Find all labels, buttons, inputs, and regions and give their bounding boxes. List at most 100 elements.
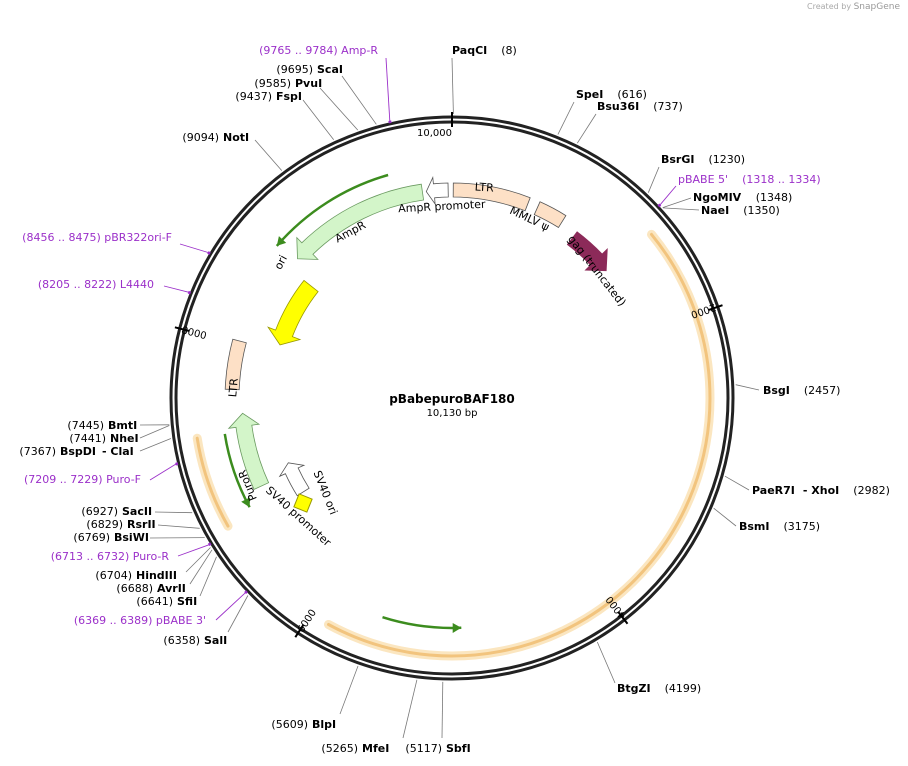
- primer-l4440[interactable]: (8205 .. 8222) L4440: [38, 278, 154, 291]
- enzyme-blpi[interactable]: (5609)BlpI: [271, 718, 336, 731]
- leader-btgzi: [596, 641, 616, 684]
- orf-inner-arrow[interactable]: [382, 616, 462, 630]
- feature-ampr-promoter-arrow[interactable]: [425, 175, 449, 206]
- feature-ltr-left[interactable]: [224, 338, 247, 391]
- enzyme-position: (8): [501, 44, 517, 57]
- enzyme-sbfi[interactable]: (5117) SbfI: [405, 742, 470, 755]
- primer-pbabe5[interactable]: pBABE 5'(1318 .. 1334): [678, 173, 821, 186]
- feature-ltr-top[interactable]: [452, 182, 531, 212]
- primer-mark-pbabe3[interactable]: [244, 590, 248, 594]
- orf-large[interactable]: [327, 232, 712, 658]
- enzyme-bsrgi[interactable]: BsrGI(1230): [661, 153, 745, 166]
- feature-ori-arrow[interactable]: [267, 279, 319, 346]
- enzyme-bsu36i[interactable]: Bsu36I(737): [597, 100, 683, 113]
- enzyme-extra: - ClaI: [102, 445, 134, 458]
- leader-naei: [662, 207, 700, 211]
- enzyme-name: SbfI: [446, 742, 471, 755]
- tick-label: 6000: [296, 608, 319, 635]
- enzyme-name: BsiWI: [114, 531, 149, 544]
- enzyme-position: (9695): [276, 63, 313, 76]
- primer-leader-purof: [149, 463, 177, 481]
- leader-bsgi: [735, 384, 760, 391]
- enzyme-sacii[interactable]: (6927)SacII: [81, 505, 152, 518]
- leader-sbfi: [441, 681, 444, 739]
- primer-mark-ampr[interactable]: [388, 120, 392, 124]
- enzyme-position: (6769): [73, 531, 110, 544]
- orf-ampr-inner-arrow[interactable]: [275, 173, 389, 247]
- enzyme-bsgi[interactable]: BsgI(2457): [763, 384, 840, 397]
- tick-mark: [617, 611, 629, 625]
- enzyme-position: (616): [617, 88, 647, 101]
- enzyme-rsrii[interactable]: (6829)RsrII: [86, 518, 155, 531]
- enzyme-sfii[interactable]: (6641)SfiI: [136, 595, 197, 608]
- feature-puror-arrow[interactable]: [227, 412, 270, 490]
- enzyme-btgzi[interactable]: BtgZI(4199): [617, 682, 701, 695]
- enzyme-hindiii[interactable]: (6704) HindIII: [95, 569, 177, 582]
- enzyme-name: SalI: [204, 634, 227, 647]
- enzyme-name: PaqCI: [452, 44, 487, 57]
- enzyme-name: NaeI: [701, 204, 729, 217]
- enzyme-bspdi[interactable]: (7367)BspDI- ClaI: [19, 445, 133, 458]
- primer-mark-pbr322ori[interactable]: [207, 251, 211, 255]
- enzyme-position: (2457): [804, 384, 841, 397]
- primer-mark-purof[interactable]: [175, 462, 179, 466]
- plasmid-name: pBabepuroBAF180: [389, 392, 515, 406]
- leader-paqci: [451, 57, 454, 115]
- enzyme-name: NheI: [110, 432, 139, 445]
- primer-mark-puror[interactable]: [207, 542, 212, 547]
- tick-mark: [708, 304, 723, 312]
- enzyme-nhei[interactable]: (7441) NheI: [69, 432, 138, 445]
- label-sv40-ori: SV40 ori: [311, 469, 340, 517]
- label-gag: gag (truncated): [565, 233, 628, 309]
- enzyme-position: (7367): [19, 445, 56, 458]
- enzyme-fspi[interactable]: (9437)FspI: [235, 90, 302, 103]
- enzyme-paer7i[interactable]: PaeR7I- XhoI(2982): [752, 484, 890, 497]
- primer-leader-pbabe5: [659, 185, 677, 206]
- feature-sv40-promoter-arrow[interactable]: [278, 462, 310, 497]
- enzyme-mfei[interactable]: (5265)MfeI: [321, 742, 389, 755]
- enzyme-position: (5117): [405, 742, 442, 755]
- primer-pbr322ori[interactable]: (8456 .. 8475) pBR322ori-F: [22, 231, 172, 244]
- feature-sv40-ori[interactable]: [293, 493, 313, 513]
- feature-mmlv-psi[interactable]: [533, 201, 567, 229]
- enzyme-naei[interactable]: NaeI(1350): [701, 204, 780, 217]
- enzyme-noti[interactable]: (9094)NotI: [182, 131, 249, 144]
- primer-label: (9765 .. 9784) Amp-R: [259, 44, 378, 57]
- primer-puror[interactable]: (6713 .. 6732) Puro-R: [51, 550, 170, 563]
- leader-noti: [254, 139, 283, 171]
- enzyme-scai[interactable]: (9695)ScaI: [276, 63, 343, 76]
- snapgene-brand: SnapGene: [853, 2, 900, 12]
- enzyme-name: SpeI: [576, 88, 603, 101]
- leader-blpi: [339, 665, 359, 715]
- enzyme-pvui[interactable]: (9585)PvuI: [254, 77, 322, 90]
- enzyme-bsiwi[interactable]: (6769) BsiWI: [73, 531, 149, 544]
- enzyme-name: SfiI: [177, 595, 197, 608]
- primer-ampr[interactable]: (9765 .. 9784) Amp-R: [259, 44, 378, 57]
- leader-mfei: [402, 679, 418, 739]
- enzyme-paqci[interactable]: PaqCI (8): [452, 44, 517, 57]
- primer-purof[interactable]: (7209 .. 7229) Puro-F: [24, 473, 141, 486]
- enzyme-position: (7441): [69, 432, 106, 445]
- enzyme-position: (6704): [95, 569, 132, 582]
- enzyme-position: (6927): [81, 505, 118, 518]
- primer-pbabe3[interactable]: (6369 .. 6389) pBABE 3': [74, 614, 206, 627]
- enzyme-name: BtgZI: [617, 682, 651, 695]
- primer-leader-ampr: [385, 57, 391, 121]
- enzyme-name: AvrII: [157, 582, 186, 595]
- enzyme-bsmi[interactable]: BsmI(3175): [739, 520, 820, 533]
- primer-mark-l4440[interactable]: [187, 290, 192, 295]
- enzyme-sali[interactable]: (6358)SalI: [163, 634, 227, 647]
- feature-ampr-arrow[interactable]: [296, 183, 425, 260]
- enzyme-ngomiv[interactable]: NgoMIV(1348): [693, 191, 792, 204]
- enzyme-name: HindIII: [136, 569, 177, 582]
- orf-puro[interactable]: [195, 436, 230, 528]
- enzyme-spei[interactable]: SpeI (616): [576, 88, 647, 101]
- primer-mark-pbabe5[interactable]: [657, 203, 662, 208]
- enzyme-position: (1348): [756, 191, 793, 204]
- leader-fspi: [302, 99, 335, 141]
- leader-paer7i: [724, 475, 750, 491]
- enzyme-avrii[interactable]: (6688)AvrII: [116, 582, 185, 595]
- enzyme-bmti[interactable]: (7445)BmtI: [67, 419, 137, 432]
- feature-gag-arrow[interactable]: [566, 231, 608, 272]
- enzyme-position: (9585): [254, 77, 291, 90]
